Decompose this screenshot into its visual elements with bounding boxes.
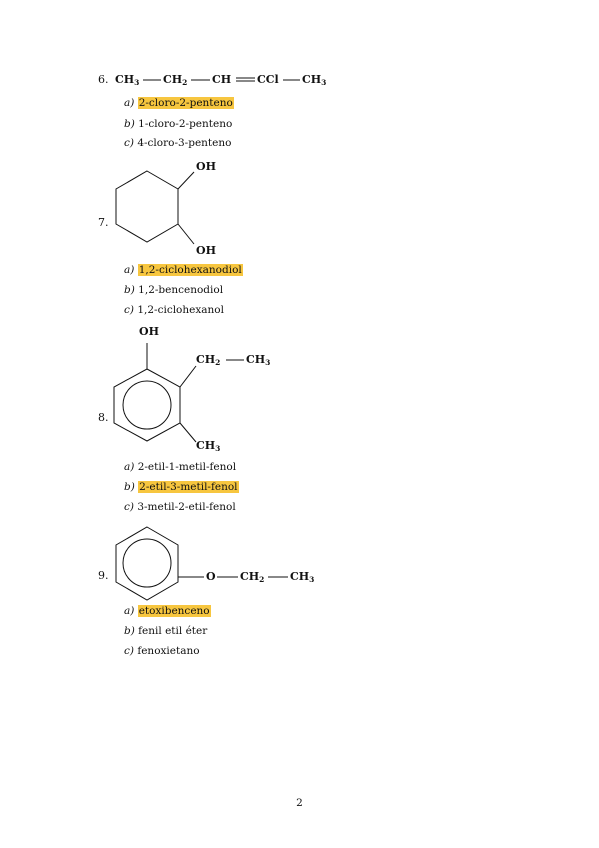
formula-group-3: CH	[212, 73, 232, 86]
ch3-label-methyl: CH3	[196, 439, 221, 453]
formula-group-2: CH2	[163, 73, 188, 87]
question-number: 8.	[98, 411, 109, 424]
option-a[interactable]: a) 1,2-ciclohexanodiol	[124, 264, 243, 276]
option-a[interactable]: a) 2-etil-1-metil-fenol	[124, 461, 237, 473]
option-c[interactable]: c) 1,2-ciclohexanol	[124, 304, 224, 316]
option-c[interactable]: c) 3-metil-2-etil-fenol	[124, 501, 236, 513]
option-b[interactable]: b) 2-etil-3-metil-fenol	[124, 481, 239, 493]
oh-label-top: OH	[196, 160, 216, 173]
option-b[interactable]: b) fenil etil éter	[124, 625, 208, 637]
formula-group-4: CCl	[257, 73, 279, 86]
option-c[interactable]: c) fenoxietano	[124, 645, 200, 657]
option-c[interactable]: c) 4-cloro-3-penteno	[124, 137, 232, 149]
ch2-label: CH2	[196, 353, 221, 367]
option-b[interactable]: b) 1,2-bencenodiol	[124, 284, 224, 296]
question-number: 7.	[98, 216, 109, 229]
page-number: 2	[296, 797, 303, 809]
oh-label-bottom: OH	[196, 244, 216, 257]
question-number: 9.	[98, 569, 109, 582]
formula-bonds	[143, 77, 300, 82]
ch2-label: CH2	[240, 570, 265, 584]
oh-label: OH	[139, 325, 159, 338]
question-number: 6.	[98, 73, 109, 86]
ch3-label-ethyl: CH3	[246, 353, 271, 367]
ch3-label: CH3	[290, 570, 315, 584]
option-a[interactable]: a) 2-cloro-2-penteno	[124, 97, 234, 109]
formula-group-5: CH3	[302, 73, 327, 87]
option-a[interactable]: a) etoxibenceno	[124, 605, 211, 617]
oxygen-label: O	[206, 570, 216, 583]
option-b[interactable]: b) 1-cloro-2-penteno	[124, 118, 233, 130]
condensed-formula: CH3	[115, 73, 140, 87]
